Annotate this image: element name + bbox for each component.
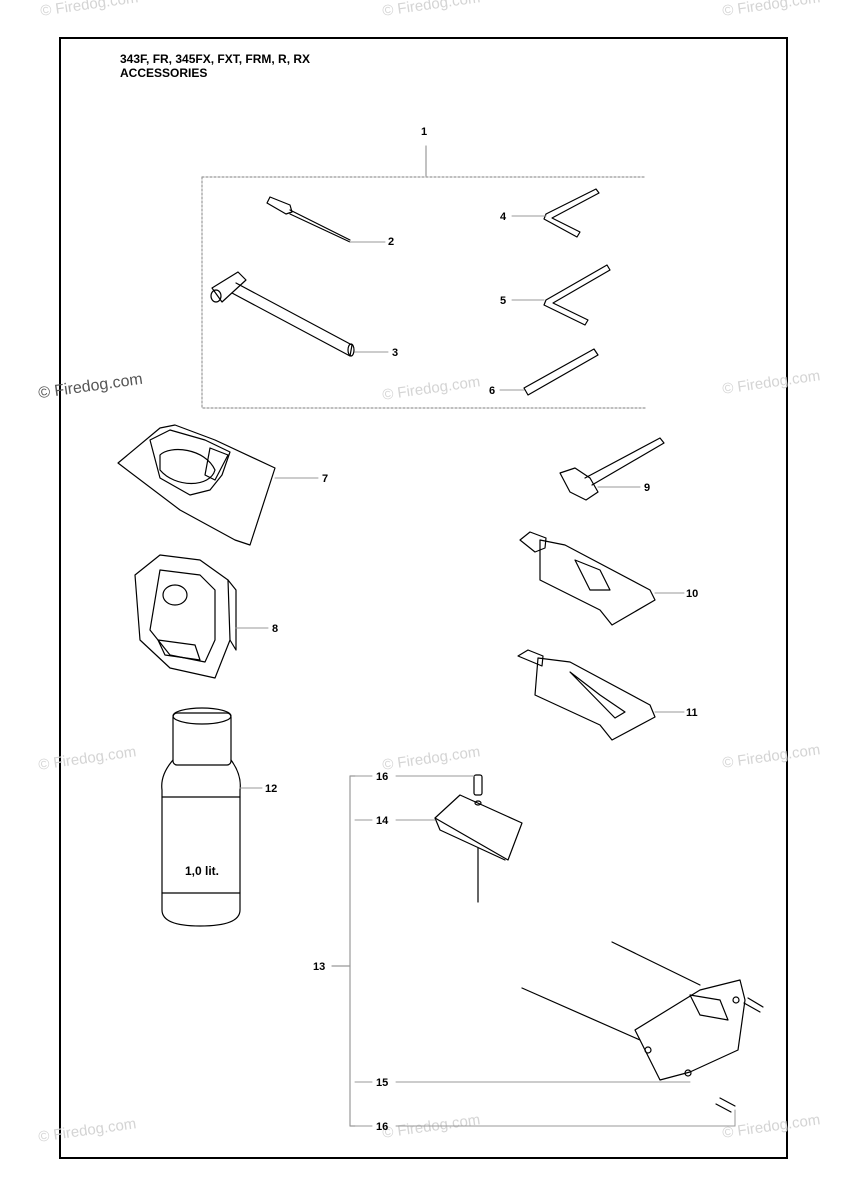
part-label-6: 6 xyxy=(489,385,496,397)
air-filter-drawing xyxy=(134,554,237,679)
grease-tube-large-drawing xyxy=(519,531,656,626)
part-label-4: 4 xyxy=(500,211,507,223)
part-label-5: 5 xyxy=(500,295,507,307)
screw-top-drawing xyxy=(473,774,483,806)
item13-bracket xyxy=(331,775,356,1127)
part-label-3: 3 xyxy=(392,347,399,359)
part-label-12: 12 xyxy=(265,783,278,795)
part-label-2: 2 xyxy=(388,236,395,248)
part-label-7: 7 xyxy=(322,473,329,485)
hex-key-large-drawing xyxy=(543,264,611,326)
blade-guard-drawing xyxy=(521,941,764,1113)
part-label-9: 9 xyxy=(644,482,651,494)
diagram-frame xyxy=(59,37,788,1159)
part-label-14: 14 xyxy=(376,815,389,827)
harness-cover-drawing xyxy=(117,424,276,546)
part-label-8: 8 xyxy=(272,623,279,635)
part-label-16-bottom: 16 xyxy=(376,1121,389,1133)
part-label-16-top: 16 xyxy=(376,771,389,783)
section-title: ACCESSORIES xyxy=(120,66,208,80)
spark-plug-wrench-drawing xyxy=(559,437,665,501)
bottle-volume-label: 1,0 lit. xyxy=(185,864,220,878)
grease-tube-small-drawing xyxy=(517,649,656,741)
leader-lines xyxy=(235,215,736,1127)
part-label-15: 15 xyxy=(376,1077,389,1089)
part-label-13: 13 xyxy=(313,961,326,973)
hex-key-small-drawing xyxy=(543,188,600,238)
screwdriver-drawing xyxy=(266,196,351,243)
combination-wrench-drawing xyxy=(210,271,355,357)
part-label-1: 1 xyxy=(421,126,428,138)
toolkit-bracket xyxy=(201,145,647,409)
oil-bottle-drawing xyxy=(161,707,241,927)
part-label-10: 10 xyxy=(686,588,699,600)
pin-drawing xyxy=(523,348,599,396)
clamp-drawing xyxy=(434,794,523,903)
model-list: 343F, FR, 345FX, FXT, FRM, R, RX xyxy=(120,52,311,66)
part-label-11: 11 xyxy=(686,707,698,719)
diagram-title: 343F, FR, 345FX, FXT, FRM, R, RX ACCESSO… xyxy=(120,52,310,80)
